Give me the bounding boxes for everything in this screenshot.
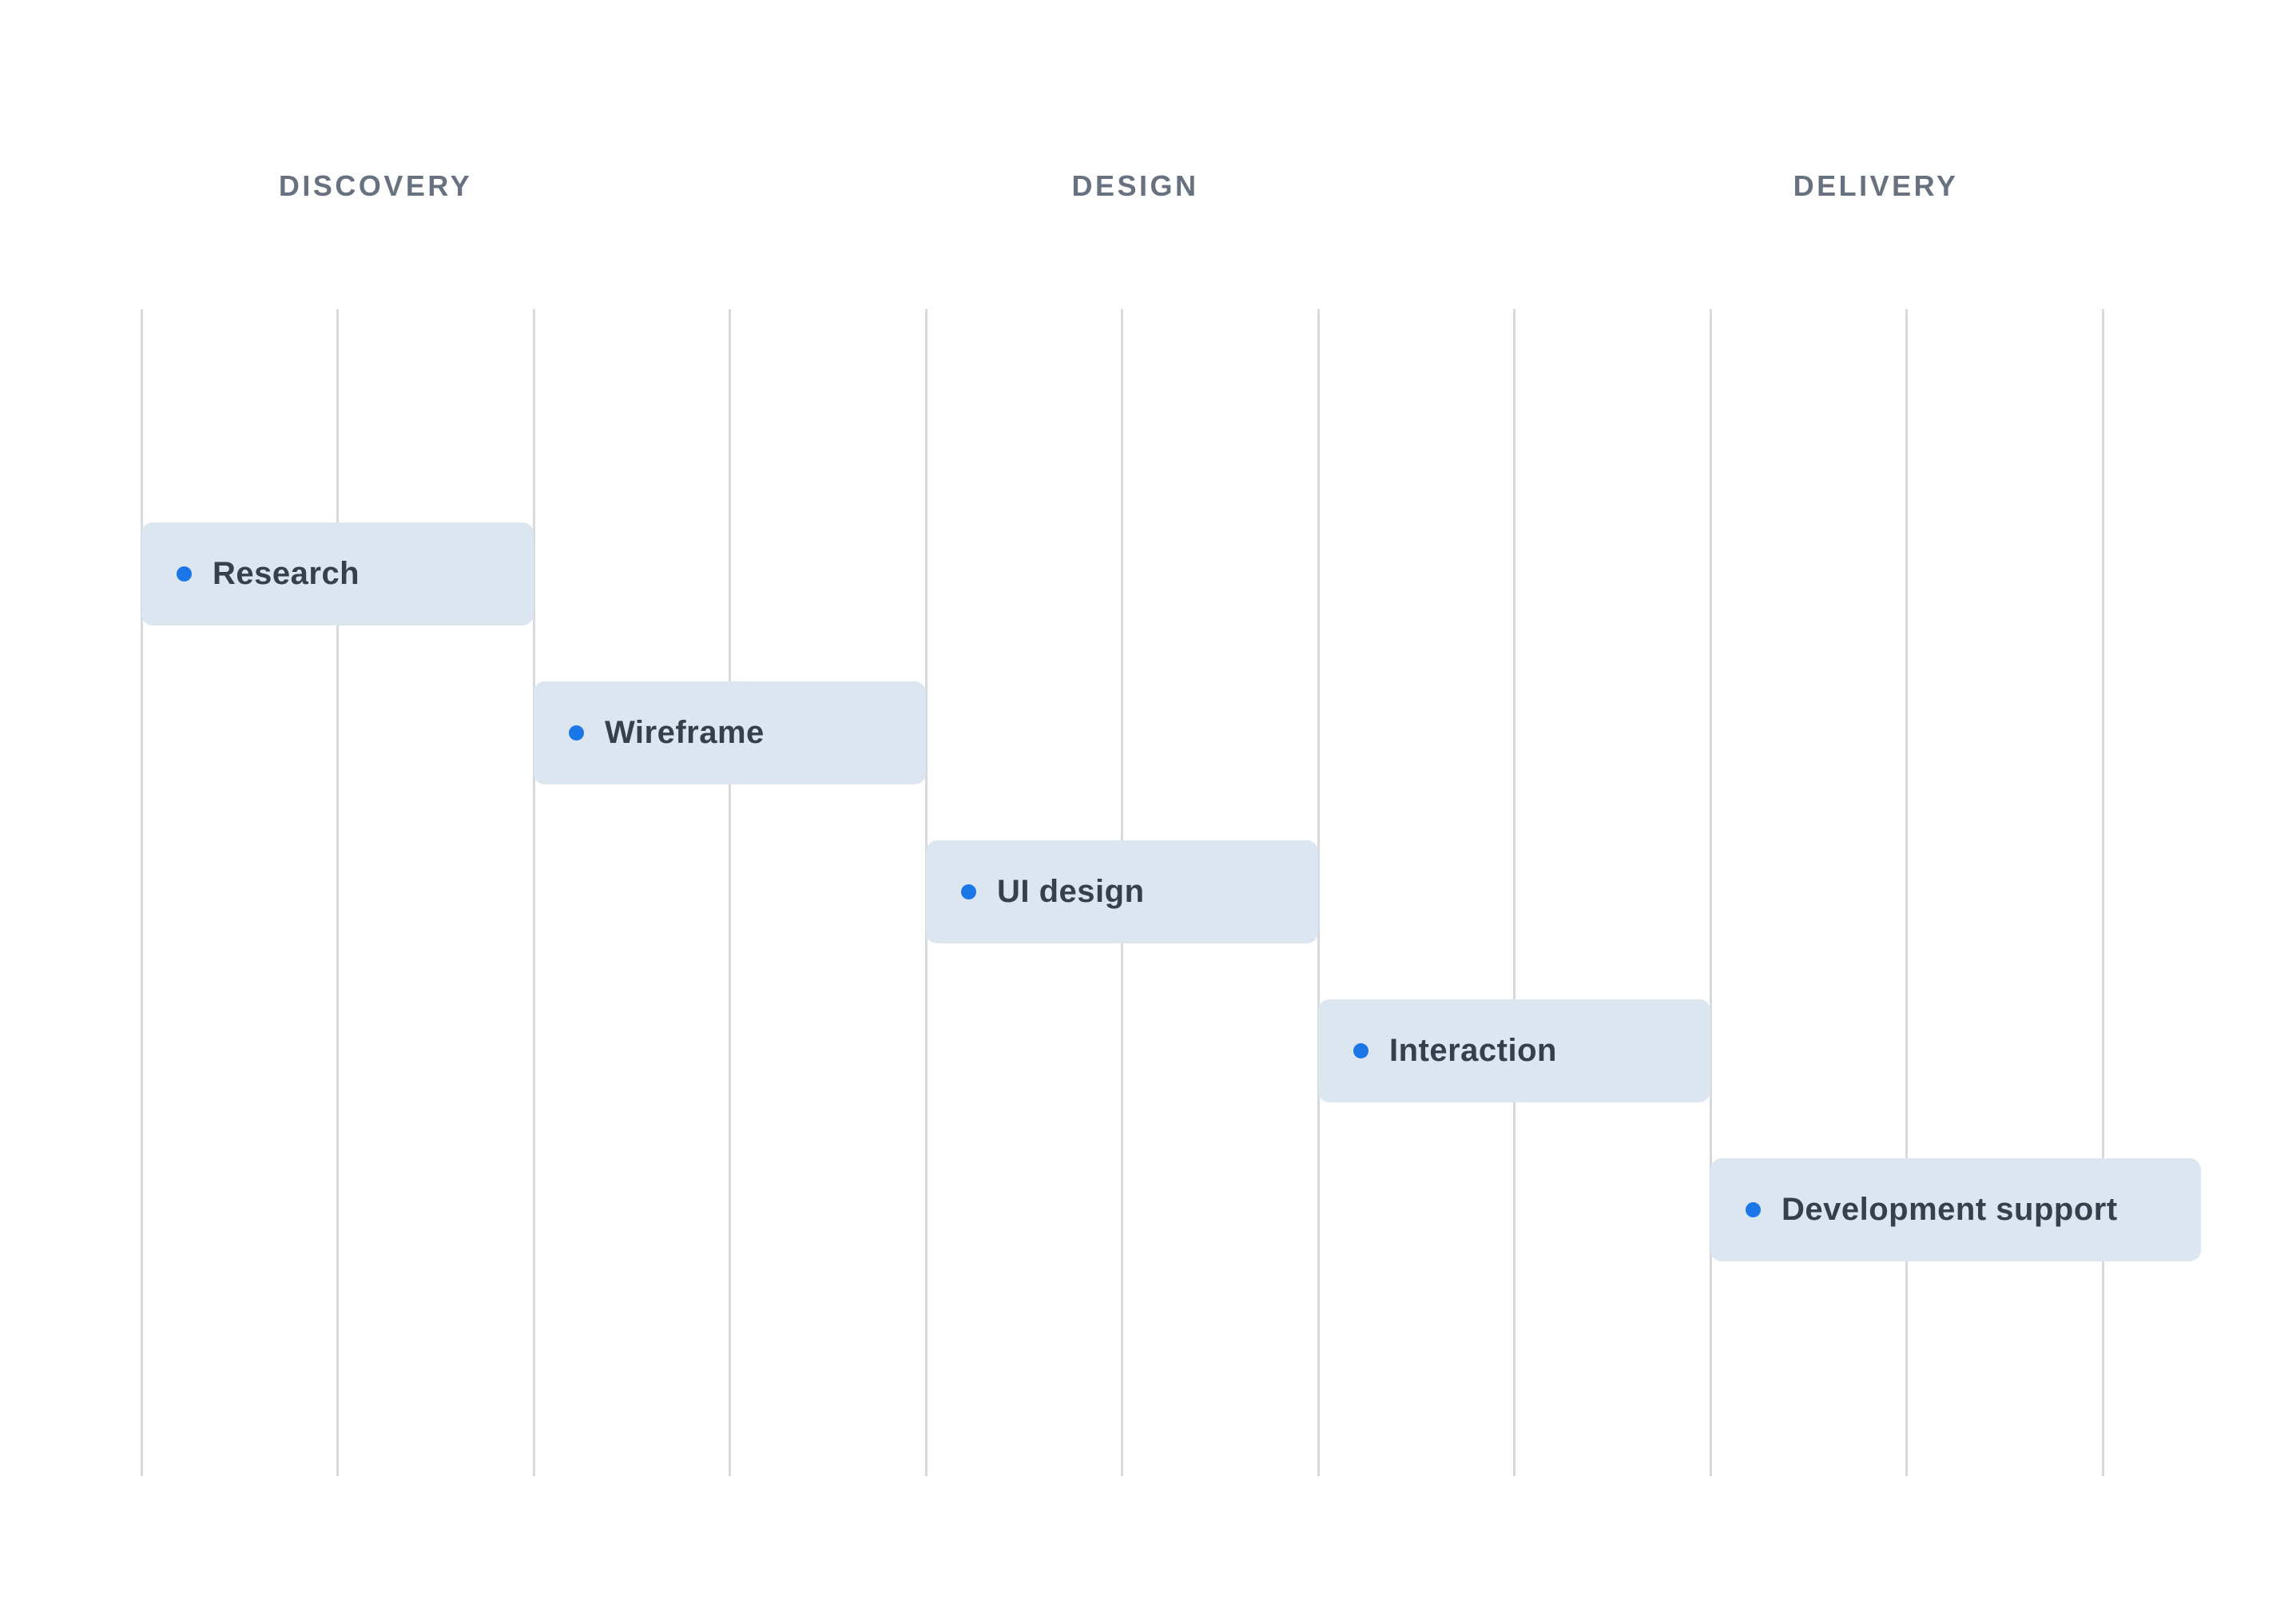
gridline [1513, 309, 1515, 1476]
phase-label-delivery: DELIVERY [1793, 169, 1959, 202]
task-label: Wireframe [605, 715, 765, 750]
task-bar: Research [141, 522, 534, 625]
gridline [729, 309, 731, 1476]
task-label: Interaction [1389, 1033, 1557, 1068]
task-bar: Interaction [1318, 999, 1710, 1102]
task-label: UI design [997, 874, 1145, 909]
gridline [140, 309, 143, 1476]
task-bar: Development support [1710, 1158, 2201, 1261]
task-bar: Wireframe [534, 681, 926, 784]
gridline [336, 309, 339, 1476]
task-label: Development support [1782, 1192, 2118, 1227]
bullet-dot-icon [177, 566, 192, 582]
phase-label-design: DESIGN [1071, 169, 1199, 202]
gridline [532, 309, 535, 1476]
bullet-dot-icon [961, 884, 976, 899]
gridline [1709, 309, 1712, 1476]
bullet-dot-icon [1746, 1202, 1761, 1217]
bullet-dot-icon [1353, 1043, 1368, 1058]
bullet-dot-icon [569, 725, 584, 741]
phase-label-discovery: DISCOVERY [278, 169, 473, 202]
task-label: Research [213, 556, 360, 591]
gridline [1905, 309, 1908, 1476]
task-bar: UI design [926, 840, 1318, 943]
gridline [2101, 309, 2104, 1476]
gridline [1317, 309, 1320, 1476]
